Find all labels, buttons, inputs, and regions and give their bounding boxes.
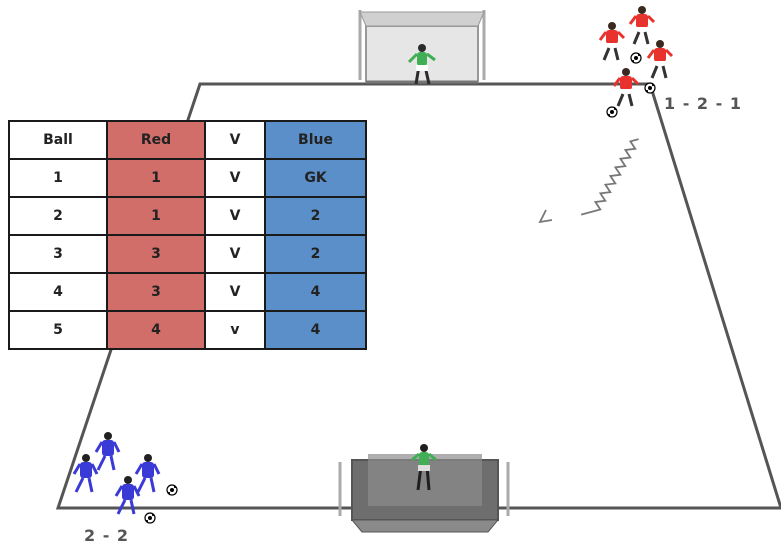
- table-row: 2 1 V 2: [8, 196, 367, 236]
- dribble-arrow-icon: [538, 138, 639, 224]
- cell-red: 3: [106, 272, 206, 312]
- red-player-icon: [612, 68, 640, 107]
- cell-red: 3: [106, 234, 206, 274]
- cell-v: V: [204, 272, 266, 312]
- red-player-icon: [646, 40, 674, 79]
- cell-ball: 4: [8, 272, 108, 312]
- cell-blue: 4: [264, 272, 367, 312]
- cell-blue: GK: [264, 158, 367, 198]
- table-header-row: Ball Red V Blue: [8, 120, 367, 160]
- cell-red: 4: [106, 310, 206, 350]
- blue-team: [72, 432, 178, 524]
- red-player-icon: [598, 22, 626, 61]
- blue-formation-label: 2 - 2: [84, 526, 130, 545]
- ball-allocation-table: Ball Red V Blue 1 1 V GK 2 1 V 2 3 3 V 2…: [8, 120, 367, 350]
- cell-blue: 2: [264, 234, 367, 274]
- blue-player-icon: [134, 454, 161, 493]
- goalkeeper-bottom: [411, 444, 437, 491]
- header-red: Red: [106, 120, 206, 160]
- cell-v: V: [204, 234, 266, 274]
- cell-ball: 1: [8, 158, 108, 198]
- blue-player-icon: [94, 432, 121, 471]
- red-player-icon: [628, 6, 656, 45]
- blue-player-icon: [114, 476, 141, 515]
- cell-ball: 5: [8, 310, 108, 350]
- header-v: V: [204, 120, 266, 160]
- header-blue: Blue: [264, 120, 367, 160]
- cell-blue: 4: [264, 310, 367, 350]
- table-row: 5 4 v 4: [8, 310, 367, 350]
- table-row: 4 3 V 4: [8, 272, 367, 312]
- goalkeeper-top: [407, 44, 436, 85]
- cell-red: 1: [106, 158, 206, 198]
- table-row: 1 1 V GK: [8, 158, 367, 198]
- cell-blue: 2: [264, 196, 367, 236]
- pitch-outline: [55, 82, 781, 510]
- cell-v: V: [204, 196, 266, 236]
- cell-v: V: [204, 158, 266, 198]
- cell-ball: 3: [8, 234, 108, 274]
- blue-player-icon: [72, 454, 99, 493]
- red-formation-label: 1 - 2 - 1: [664, 94, 742, 113]
- red-team: [598, 6, 674, 118]
- table-row: 3 3 V 2: [8, 234, 367, 274]
- cell-ball: 2: [8, 196, 108, 236]
- header-ball: Ball: [8, 120, 108, 160]
- cell-red: 1: [106, 196, 206, 236]
- cell-v: v: [204, 310, 266, 350]
